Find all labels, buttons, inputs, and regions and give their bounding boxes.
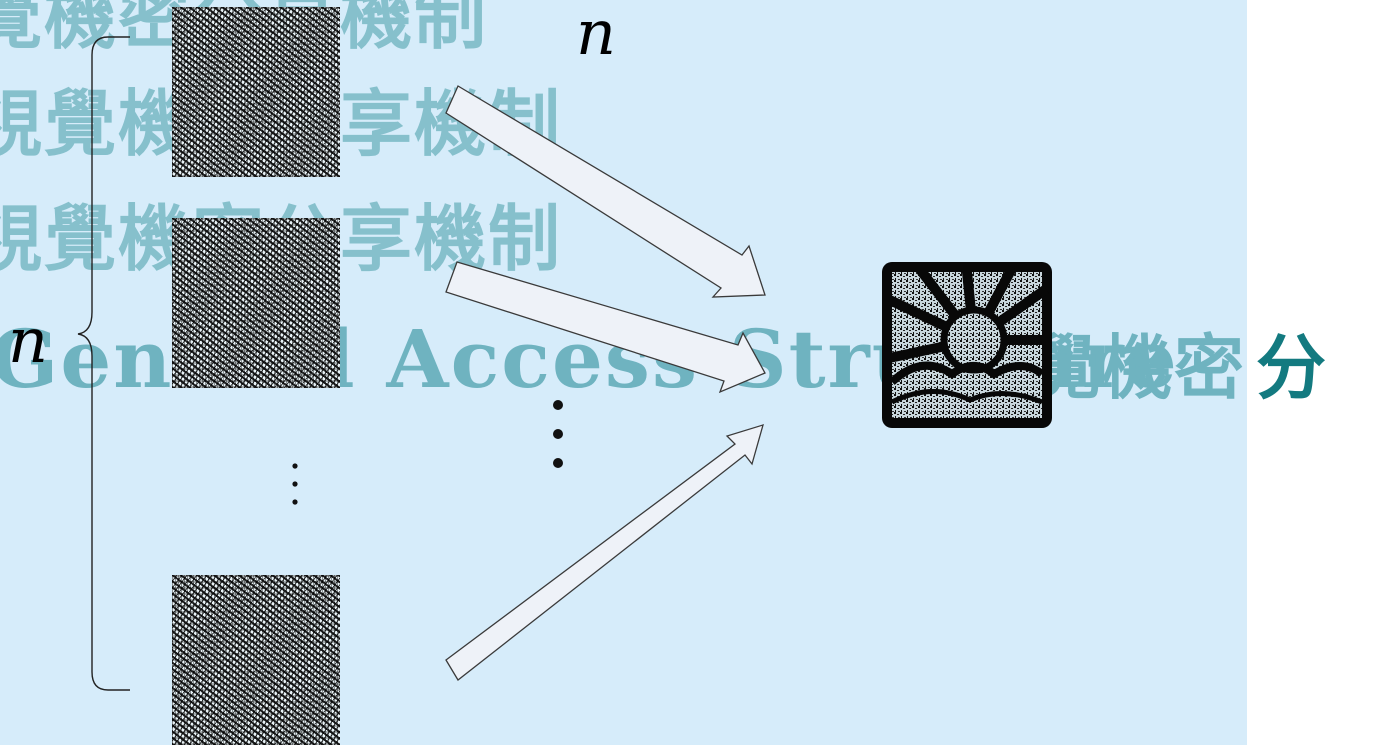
sun-secret-icon bbox=[882, 262, 1052, 428]
left-brace bbox=[77, 36, 130, 691]
share-image-2 bbox=[172, 218, 340, 388]
share-image-n bbox=[172, 575, 340, 745]
watermark-text: 分 bbox=[1256, 327, 1328, 409]
n-label-top: n bbox=[576, 0, 616, 69]
arrow-3 bbox=[445, 424, 764, 681]
arrow-1 bbox=[445, 85, 766, 298]
arrow-ellipsis-dots bbox=[553, 400, 563, 468]
watermark-text: 覺機密 bbox=[1030, 327, 1246, 409]
arrow-2 bbox=[445, 261, 766, 394]
n-label-left: n bbox=[8, 304, 48, 377]
share-image-1 bbox=[172, 7, 340, 177]
share-ellipsis-dots bbox=[292, 463, 298, 505]
